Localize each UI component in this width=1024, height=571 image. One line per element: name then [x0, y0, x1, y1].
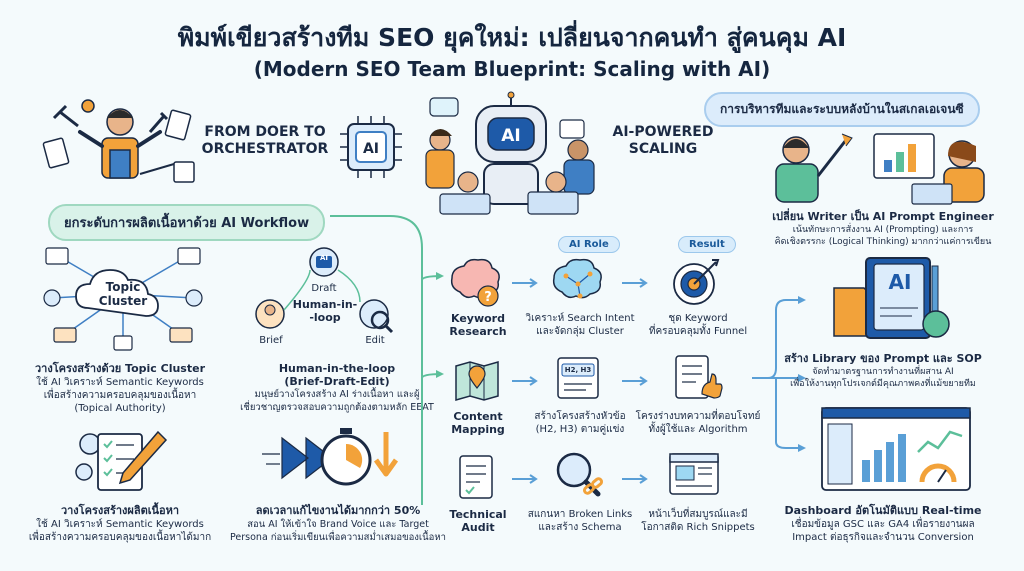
- workflow-connector: [330, 215, 423, 270]
- svg-text:?: ?: [484, 290, 492, 305]
- row2-result: โครงร่างบทความที่ตอบโจทย์ ทั้งผู้ใช้และ …: [635, 411, 761, 435]
- row3-task: Technical Audit: [449, 508, 507, 534]
- human-in-loop-icon: [255, 247, 394, 334]
- row1-role: วิเคราะห์ Search Intent และจัดกลุ่ม Clus…: [525, 313, 635, 337]
- h2-h3-tag: H2, H3: [564, 366, 592, 374]
- ai-robot-team-illustration: [425, 91, 595, 215]
- checklist-pen-icon: [75, 430, 168, 491]
- cluster-caption-title: วางโครงสร้างด้วย Topic Cluster: [35, 362, 205, 375]
- prompt-library-icon: [833, 257, 950, 339]
- robot-ai-text: AI: [501, 126, 521, 146]
- svg-text:AI: AI: [363, 141, 379, 157]
- hitl-brief-label: Brief: [259, 335, 283, 346]
- writer-body: เน้นทักษะการสั่งงาน AI (Prompting) และกา…: [774, 225, 992, 247]
- brain-network-icon: [552, 258, 602, 299]
- library-title: สร้าง Library ของ Prompt และ SOP: [784, 352, 982, 365]
- prompt-engineer-illustration: [775, 133, 985, 205]
- topic-cluster-label: Topic Cluster: [98, 280, 148, 308]
- management-heading: การบริหารทีมและระบบหลังบ้านในสเกลเอเจนซี: [704, 92, 980, 127]
- dashboard-icon: [821, 407, 971, 491]
- map-pin-icon: [455, 361, 499, 401]
- flow-trunk-lines: [421, 270, 444, 505]
- row1-result: ชุด Keyword ที่ครอบคลุมทั้ง Funnel: [648, 313, 748, 337]
- row2-arrow-1: [512, 376, 538, 386]
- scaling-label: AI-POWERED SCALING: [612, 124, 714, 157]
- cluster-caption-body: ใช้ AI วิเคราะห์ Semantic Keywords เพื่อ…: [36, 377, 204, 414]
- page-subtitle: (Modern SEO Team Blueprint: Scaling with…: [253, 57, 771, 81]
- time-caption-title: ลดเวลาแก้ไขงานได้มากกว่า 50%: [255, 504, 421, 517]
- hitl-caption-title: Human-in-the-loop (Brief-Draft-Edit): [278, 362, 396, 388]
- hitl-center-label: Human-in- -loop: [292, 298, 358, 324]
- doer-label: FROM DOER TO ORCHESTRATOR: [201, 124, 329, 157]
- page-title: พิมพ์เขียวสร้างทีม SEO ยุคใหม่: เปลี่ยนจ…: [177, 23, 847, 52]
- row2-role: สร้างโครงสร้างหัวข้อ (H2, H3) ตามคู่แข่ง: [534, 411, 626, 435]
- library-body: จัดทำมาตรฐานการทำงานที่ผสาน AI เพื่อให้ง…: [790, 367, 976, 389]
- row3-result: หน้าเว็บที่สมบูรณ์และมี โอกาสติด Rich Sn…: [641, 509, 755, 533]
- produce-caption-body: ใช้ AI วิเคราะห์ Semantic Keywords เพื่อ…: [28, 519, 212, 543]
- doer-person-icon: [42, 99, 195, 183]
- brain-question-icon: ?: [450, 258, 500, 307]
- row2-arrow-2: [622, 376, 648, 386]
- dashboard-title: Dashboard อัตโนมัติแบบ Real-time: [784, 504, 982, 517]
- row1-task: Keyword Research: [449, 312, 507, 338]
- ai-draft-chip-text: AI: [319, 254, 329, 262]
- webpage-icon: [669, 453, 719, 495]
- fanout-connector: [752, 296, 806, 452]
- magnifier-link-icon: [556, 452, 604, 497]
- approved-doc-icon: [675, 355, 723, 399]
- time-caption-body: สอน AI ให้เข้าใจ Brand Voice และ Target …: [230, 519, 446, 543]
- dashboard-body: เชื่อมข้อมูล GSC และ GA4 เพื่อรายงานผล I…: [791, 519, 975, 543]
- hitl-draft-label: Draft: [311, 283, 337, 294]
- result-badge: Result: [678, 236, 736, 253]
- library-ai-text: AI: [888, 270, 912, 294]
- ai-role-badge: AI Role: [558, 236, 620, 253]
- heading-structure-icon: [557, 357, 599, 399]
- row3-role: สแกนหา Broken Links และสร้าง Schema: [527, 509, 633, 533]
- audit-doc-icon: [459, 455, 493, 499]
- stopwatch-icon: [262, 428, 399, 486]
- row1-arrow-1: [512, 278, 538, 288]
- row1-arrow-2: [622, 278, 648, 288]
- ai-chip-icon: AI: [340, 116, 402, 178]
- hitl-caption-body: มนุษย์วางโครงสร้าง AI ร่างเนื้อหา และผู้…: [240, 389, 434, 413]
- writer-title: เปลี่ยน Writer เป็น AI Prompt Engineer: [772, 210, 994, 223]
- produce-caption-title: วางโครงสร้างผลิตเนื้อหา: [60, 504, 180, 517]
- row2-task: Content Mapping: [451, 410, 505, 436]
- target-icon: [673, 259, 720, 305]
- row3-arrow-1: [512, 474, 538, 484]
- row3-arrow-2: [622, 474, 648, 484]
- workflow-heading: ยกระดับการผลิตเนื้อหาด้วย AI Workflow: [48, 204, 326, 241]
- topic-cluster-icon: [43, 247, 203, 351]
- hitl-edit-label: Edit: [365, 335, 385, 346]
